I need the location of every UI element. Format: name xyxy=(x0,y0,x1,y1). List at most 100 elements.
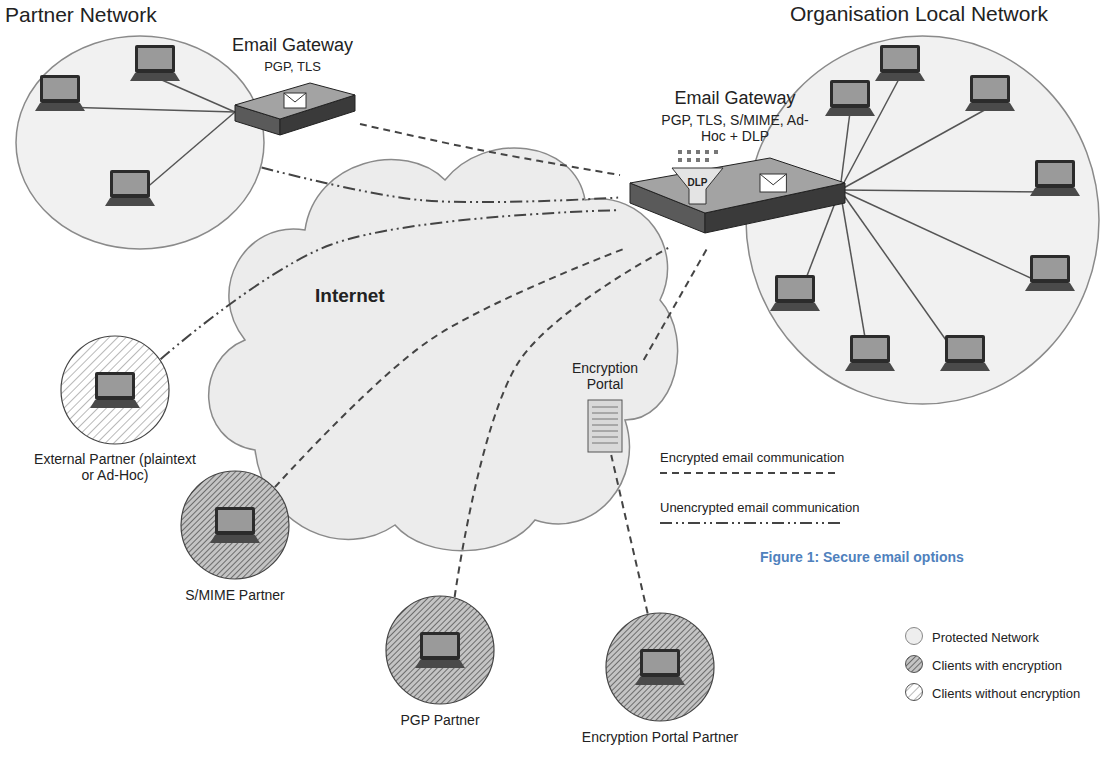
laptop-icon xyxy=(825,80,875,116)
node-label: Encryption Portal xyxy=(560,360,650,392)
legend-circle xyxy=(906,684,923,701)
node-sublabel: PGP, TLS, S/MIME, Ad-Hoc + DLP xyxy=(655,112,815,144)
node-shape xyxy=(385,595,495,705)
laptop-display xyxy=(833,83,867,104)
legend-shape-sample xyxy=(905,683,925,703)
laptop-base xyxy=(210,535,260,543)
laptop-display xyxy=(218,510,252,531)
laptop-icon xyxy=(1030,160,1080,196)
legend-text: Clients without encryption xyxy=(932,687,1080,702)
legend-swatch xyxy=(905,627,923,645)
node-label: Internet xyxy=(315,285,385,307)
laptop-icon xyxy=(415,632,465,668)
server-slot xyxy=(592,425,618,426)
text-holder: Partner Network xyxy=(5,3,235,27)
laptop-display xyxy=(113,173,147,194)
data-bit xyxy=(705,158,709,162)
protected-network: Partner NetworkEmail GatewayPGP, TLS xyxy=(15,35,265,250)
node-label: Organisation Local Network xyxy=(790,2,1048,26)
client-circle: External Partner (plaintext or Ad-Hoc) xyxy=(60,335,170,445)
laptop-display xyxy=(883,48,917,69)
node-shape xyxy=(15,35,265,250)
data-bit xyxy=(678,158,682,162)
laptop-screen xyxy=(110,170,150,198)
laptop-icon xyxy=(875,45,925,81)
laptop-display xyxy=(1033,258,1067,279)
client-outline xyxy=(606,613,714,721)
laptop-screen xyxy=(215,507,255,535)
client-outline xyxy=(61,336,169,444)
data-bit xyxy=(687,150,691,154)
server-tower xyxy=(588,400,622,452)
envelope-icon xyxy=(284,93,306,108)
legend-shape-sample xyxy=(905,655,925,675)
protected-network: Organisation Local NetworkEmail GatewayP… xyxy=(745,35,1100,405)
laptop-screen xyxy=(40,75,80,103)
laptop-base xyxy=(130,73,180,81)
node-sublabel: DLP xyxy=(688,177,708,189)
node-sublabel: PGP, TLS xyxy=(264,60,321,75)
text-holder: Figure 1: Secure email options xyxy=(760,548,1060,566)
data-bit xyxy=(687,158,691,162)
node-shape xyxy=(605,612,715,722)
laptop-screen xyxy=(640,649,680,677)
text-holder: Internet xyxy=(315,285,425,307)
text-holder: Encryption Portal Partner xyxy=(560,728,760,746)
laptop-icon xyxy=(35,75,85,111)
server-slot xyxy=(592,443,618,444)
laptop-base xyxy=(965,103,1015,111)
data-bit xyxy=(696,150,700,154)
server-slot xyxy=(592,431,618,432)
laptop-display xyxy=(643,652,677,673)
text-holder: Protected Network xyxy=(932,628,1107,646)
laptop-icon xyxy=(90,372,140,408)
laptop-base xyxy=(1030,188,1080,196)
laptop-icon xyxy=(940,335,990,371)
laptop-display xyxy=(138,48,172,69)
laptop-base xyxy=(90,400,140,408)
node-label: Email Gateway xyxy=(674,88,795,109)
laptop-display xyxy=(1038,163,1072,184)
legend-line xyxy=(660,522,840,524)
laptop-screen xyxy=(1030,255,1070,283)
laptop-icon xyxy=(105,170,155,206)
email-gateway: Email GatewayPGP, TLS, S/MIME, Ad-Hoc + … xyxy=(620,88,850,248)
lan-wire xyxy=(840,190,1055,192)
laptop-base xyxy=(825,108,875,116)
laptop-display xyxy=(423,635,457,656)
envelope-icon xyxy=(760,174,786,192)
node-label: Email Gateway xyxy=(232,35,353,56)
laptop-screen xyxy=(830,80,870,108)
text-holder: Encrypted email communication xyxy=(660,448,880,466)
network-outline xyxy=(746,36,1099,404)
envelope-flap xyxy=(284,93,306,102)
client-outline xyxy=(181,471,289,579)
text-holder: External Partner (plaintext or Ad-Hoc) xyxy=(30,451,200,484)
legend-line-sample xyxy=(660,519,845,527)
text-holder: Clients without encryption xyxy=(932,684,1107,702)
laptop-base xyxy=(875,73,925,81)
legend-line-sample xyxy=(660,469,845,477)
node-label: External Partner (plaintext or Ad-Hoc) xyxy=(30,451,200,483)
laptop-base xyxy=(845,363,895,371)
lan-wire xyxy=(840,112,850,190)
legend-text: Protected Network xyxy=(932,631,1039,646)
client-circle: S/MIME Partner xyxy=(180,470,290,580)
node-shape xyxy=(195,120,685,560)
laptop-screen xyxy=(970,75,1010,103)
laptop-base xyxy=(770,303,820,311)
cloud-outline xyxy=(209,148,678,551)
lan-wire xyxy=(840,190,1050,287)
client-circle: Encryption Portal Partner xyxy=(605,612,715,722)
text-holder: Email Gateway xyxy=(620,88,850,109)
text-holder: Unencrypted email communication xyxy=(660,498,880,516)
lan-wire xyxy=(155,77,235,112)
legend-line xyxy=(660,472,840,474)
data-bit xyxy=(714,150,718,154)
legend-text: Unencrypted email communication xyxy=(660,501,859,516)
laptop-display xyxy=(98,375,132,396)
text-holder: Encryption Portal xyxy=(560,360,650,393)
server-slot xyxy=(592,419,618,420)
legend-circle xyxy=(906,656,923,673)
